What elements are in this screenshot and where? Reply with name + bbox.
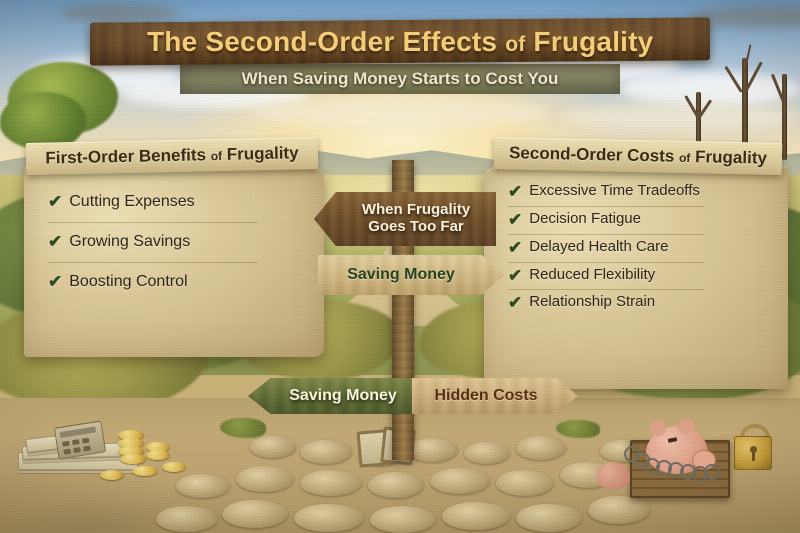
cobblestone	[408, 438, 458, 462]
cloud	[560, 104, 800, 130]
sign-when-frugality-goes-too-far[interactable]: When Frugality Goes Too Far	[314, 192, 496, 246]
bare-tree-trunk	[696, 92, 701, 162]
cobblestone	[588, 496, 650, 524]
padlock	[734, 436, 772, 470]
check-icon: ✔	[508, 237, 523, 257]
cobblestone	[516, 436, 566, 460]
check-icon: ✔	[508, 182, 523, 201]
cobblestone	[516, 504, 582, 532]
subtitle: When Saving Money Starts to Cost You	[241, 69, 559, 88]
sign-label: Saving Money	[289, 387, 397, 405]
list-item[interactable]: ✔ Growing Savings	[48, 223, 258, 263]
panel-parchment: ✔ Cutting Expenses ✔ Growing Savings ✔ B…	[24, 166, 324, 357]
list-item-label: Decision Fatigue	[529, 209, 641, 227]
calculator-key	[83, 445, 91, 452]
gold-coin	[146, 442, 170, 452]
gold-coin	[118, 438, 144, 448]
list-item-label: Growing Savings	[69, 233, 191, 251]
calculator-key	[71, 439, 80, 446]
gold-coin	[118, 446, 144, 456]
check-icon: ✔	[508, 265, 523, 285]
cloud	[60, 4, 180, 22]
panel-heading-ribbon: Second-Order Costs of Frugality	[493, 136, 783, 176]
cobblestone	[250, 436, 296, 458]
second-order-costs-panel: ✔ Excessive Time Tradeoffs ✔ Decision Fa…	[480, 136, 792, 389]
cobblestone	[156, 506, 218, 532]
sign-label: Hidden Costs	[434, 387, 538, 405]
cobblestone	[430, 468, 490, 494]
bare-tree-trunk	[782, 74, 787, 160]
cobblestone	[300, 440, 352, 464]
cobblestone	[176, 474, 230, 498]
panel-heading: First-Order Benefits of Frugality	[45, 143, 299, 168]
sign-label: When Frugality Goes Too Far	[361, 201, 471, 235]
benefits-list: ✔ Cutting Expenses ✔ Growing Savings ✔ B…	[48, 183, 258, 302]
check-icon: ✔	[508, 209, 523, 229]
list-item-label: Relationship Strain	[529, 293, 656, 311]
grass-tuft	[220, 418, 266, 438]
first-order-benefits-panel: ✔ Cutting Expenses ✔ Growing Savings ✔ B…	[18, 136, 330, 365]
calculator-key	[73, 447, 81, 454]
gold-coin	[132, 466, 158, 476]
calculator-key	[63, 448, 72, 455]
list-item[interactable]: ✔ Decision Fatigue	[508, 207, 704, 235]
gold-coin	[120, 454, 146, 464]
subtitle-band: When Saving Money Starts to Cost You	[180, 64, 620, 94]
list-item[interactable]: ✔ Relationship Strain	[508, 290, 704, 317]
cloud	[690, 6, 800, 28]
page-title: The Second-Order Effects of Frugality	[146, 25, 654, 57]
gold-coin	[118, 430, 144, 440]
gold-coin	[100, 470, 124, 480]
panel-heading: Second-Order Costs of Frugality	[508, 143, 768, 168]
cobblestone	[300, 470, 362, 496]
cobblestone	[294, 504, 364, 532]
list-item[interactable]: ✔ Excessive Time Tradeoffs	[508, 179, 704, 207]
panel-heading-ribbon: First-Order Benefits of Frugality	[25, 136, 319, 176]
sign-saving-money-center[interactable]: Saving Money	[318, 255, 504, 295]
calculator-display	[59, 426, 97, 439]
cobblestone	[370, 506, 436, 533]
list-item-label: Cutting Expenses	[69, 193, 195, 211]
cobblestone	[464, 442, 510, 464]
padlock-shackle	[740, 424, 770, 442]
grass-tuft	[556, 420, 600, 438]
list-item-label: Delayed Health Care	[529, 237, 669, 255]
list-item[interactable]: ✔ Delayed Health Care	[508, 235, 704, 263]
sign-hidden-costs[interactable]: Hidden Costs	[412, 378, 578, 414]
bare-tree-trunk	[742, 58, 748, 158]
check-icon: ✔	[48, 192, 63, 212]
broken-piggy-shard	[596, 462, 630, 490]
calculator-key	[81, 437, 90, 444]
cobblestone	[442, 502, 510, 530]
keyhole	[752, 452, 755, 461]
list-item-label: Boosting Control	[69, 273, 188, 291]
sign-label: Saving Money	[347, 266, 455, 284]
check-icon: ✔	[508, 293, 523, 313]
cloud	[250, 98, 550, 128]
list-item[interactable]: ✔ Cutting Expenses	[48, 183, 258, 223]
cobblestone	[368, 472, 424, 498]
list-item[interactable]: ✔ Reduced Flexibility	[508, 263, 704, 291]
cobblestone	[222, 500, 288, 528]
list-item-label: Reduced Flexibility	[529, 265, 656, 283]
calculator-key	[62, 440, 70, 447]
gold-coin	[162, 462, 186, 472]
chain-link	[704, 464, 720, 480]
cobblestone	[496, 470, 554, 496]
title-plank: The Second-Order Effects of Frugality	[90, 17, 710, 66]
tree-canopy-left	[0, 92, 86, 150]
gold-coin	[146, 450, 170, 460]
cobblestone	[236, 466, 294, 492]
keyhole	[750, 446, 757, 453]
check-icon: ✔	[48, 272, 63, 292]
list-item[interactable]: ✔ Boosting Control	[48, 263, 258, 302]
check-icon: ✔	[48, 232, 63, 252]
panel-parchment: ✔ Excessive Time Tradeoffs ✔ Decision Fa…	[484, 166, 788, 389]
sign-saving-money-bottom[interactable]: Saving Money	[248, 378, 422, 414]
list-item-label: Excessive Time Tradeoffs	[529, 182, 700, 199]
costs-list: ✔ Excessive Time Tradeoffs ✔ Decision Fa…	[508, 179, 704, 317]
